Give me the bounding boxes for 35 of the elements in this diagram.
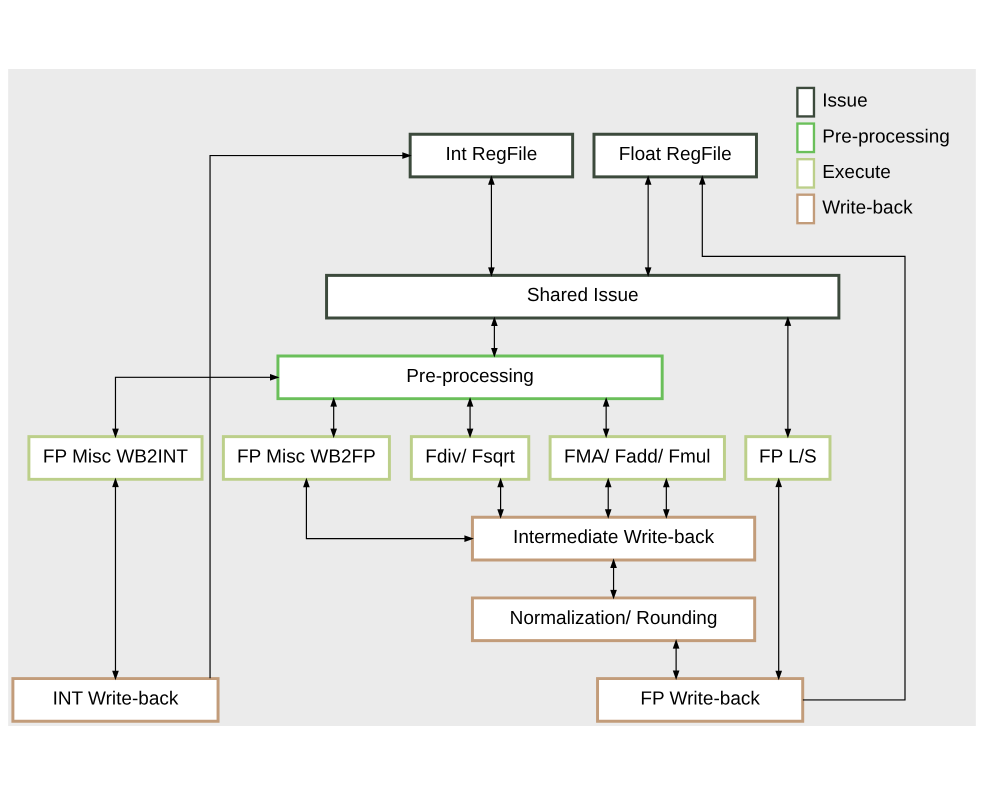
arrow: [602, 396, 610, 438]
arrow: [466, 396, 474, 438]
arrow: [303, 477, 474, 542]
arrow: [698, 174, 906, 700]
node-box: Normalization/ Rounding: [470, 596, 756, 642]
node-box: FMA/ Fadd/ Fmul: [548, 434, 726, 480]
node-box: Fdiv/ Fsqrt: [410, 434, 530, 480]
arrow: [209, 152, 412, 678]
arrow: [663, 477, 670, 518]
legend-label: Write-back: [822, 196, 913, 218]
arrow: [330, 396, 337, 438]
node-box: FP Write-back: [596, 676, 804, 722]
node-box: Shared Issue: [325, 273, 840, 320]
node-box: Float RegFile: [592, 132, 758, 178]
legend-label: Pre-processing: [822, 126, 950, 147]
arrow: [784, 316, 792, 438]
arrow: [491, 316, 498, 357]
arrow: [497, 477, 504, 518]
node-box: FP L/S: [744, 434, 832, 480]
arrow: [610, 558, 617, 599]
node-box: FP Misc WB2FP: [222, 434, 391, 480]
node-box: Intermediate Write-back: [470, 515, 756, 561]
arrow: [488, 174, 495, 276]
node-box: Pre-processing: [276, 354, 664, 400]
node-box: Int RegFile: [408, 132, 574, 178]
legend-label: Execute: [822, 161, 891, 182]
arrow: [672, 638, 680, 680]
arrow: [112, 374, 280, 438]
arrow: [604, 477, 612, 518]
arrow: [775, 477, 782, 680]
legend-label: Issue: [822, 90, 868, 112]
node-box: INT Write-back: [11, 676, 220, 722]
arrow: [644, 174, 652, 276]
node-box: FP Misc WB2INT: [27, 434, 204, 480]
arrow: [112, 477, 119, 680]
